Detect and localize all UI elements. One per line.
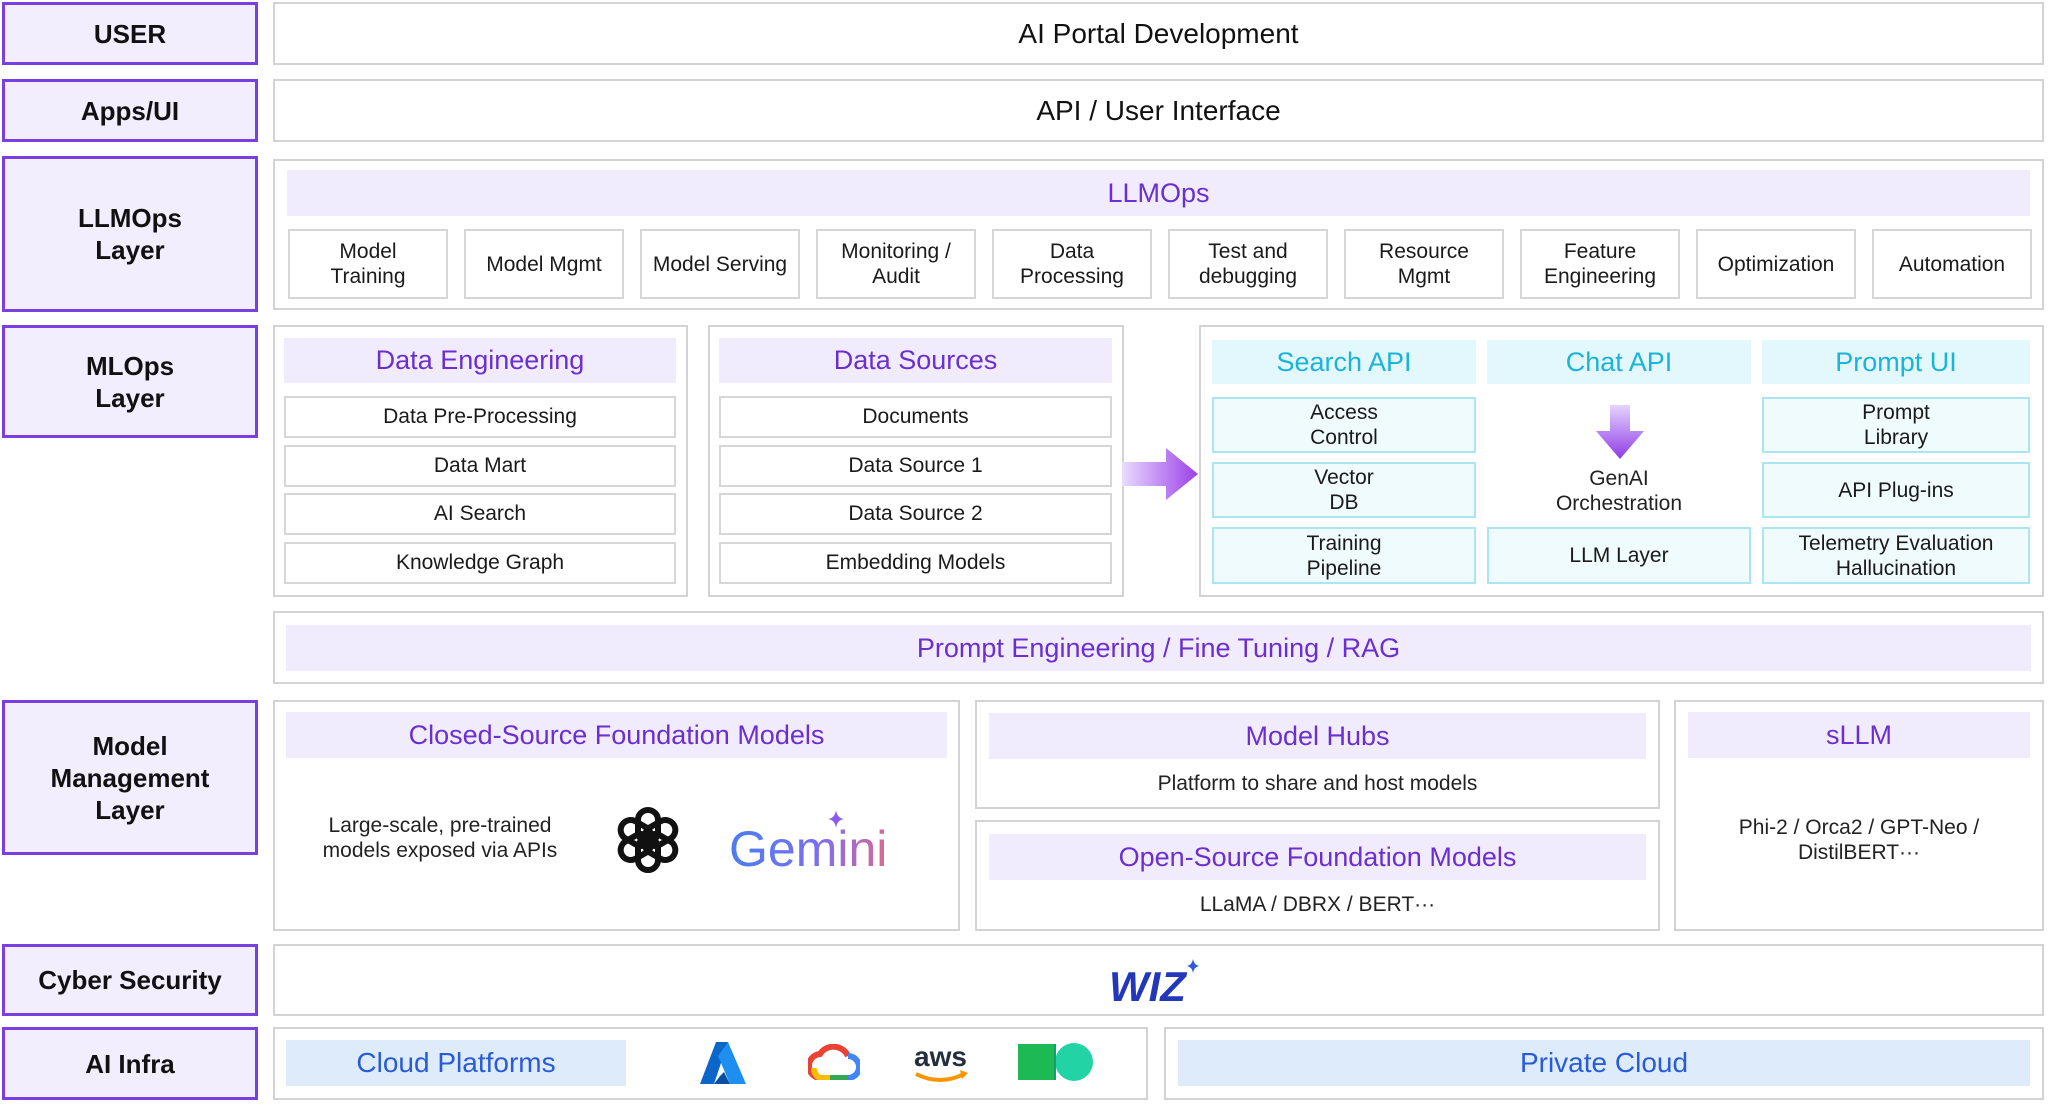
prompt-ui-item: Prompt Library bbox=[1762, 397, 2030, 453]
search-api-title: Search API bbox=[1212, 340, 1476, 384]
private-cloud-title: Private Cloud bbox=[1178, 1040, 2030, 1086]
prompt-ui-item: Telemetry Evaluation Hallucination bbox=[1762, 527, 2030, 584]
llmops-item: Model Training bbox=[288, 229, 448, 299]
data-sources-item: Documents bbox=[719, 396, 1112, 438]
llmops-item: Automation bbox=[1872, 229, 2032, 299]
llmops-title: LLMOps bbox=[287, 170, 2030, 216]
llmops-item: Model Serving bbox=[640, 229, 800, 299]
arrow-down-icon bbox=[1596, 405, 1644, 459]
cyber-security-row bbox=[273, 944, 2044, 1016]
data-sources-item: Data Source 1 bbox=[719, 445, 1112, 487]
chat-api-title: Chat API bbox=[1487, 340, 1751, 384]
prompt-ui-title: Prompt UI bbox=[1762, 340, 2030, 384]
azure-logo-icon bbox=[700, 1042, 746, 1084]
llmops-item: Model Mgmt bbox=[464, 229, 624, 299]
user-row-text: AI Portal Development bbox=[1018, 17, 1299, 49]
cloud-platforms-title: Cloud Platforms bbox=[286, 1040, 626, 1086]
data-engineering-item: Knowledge Graph bbox=[284, 542, 676, 584]
user-row: AI Portal Development bbox=[273, 2, 2044, 65]
llmops-item: Resource Mgmt bbox=[1344, 229, 1504, 299]
model-hubs-desc: Platform to share and host models bbox=[1157, 771, 1478, 795]
data-engineering-title: Data Engineering bbox=[284, 338, 676, 383]
prompt-ui-item: API Plug-ins bbox=[1762, 462, 2030, 518]
gemini-logo-icon: Gemini bbox=[729, 810, 887, 877]
llmops-item: Monitoring / Audit bbox=[816, 229, 976, 299]
apps-row: API / User Interface bbox=[273, 79, 2044, 142]
data-engineering-item: Data Mart bbox=[284, 445, 676, 487]
search-api-item: Access Control bbox=[1212, 397, 1476, 453]
llmops-item: Data Processing bbox=[992, 229, 1152, 299]
data-engineering-item: AI Search bbox=[284, 493, 676, 535]
apps-row-text: API / User Interface bbox=[1036, 94, 1281, 126]
prompt-engineering-title: Prompt Engineering / Fine Tuning / RAG bbox=[286, 625, 2031, 671]
search-api-item: Vector DB bbox=[1212, 462, 1476, 518]
open-source-title: Open-Source Foundation Models bbox=[989, 834, 1646, 880]
svg-text:Gemini: Gemini bbox=[729, 821, 887, 877]
llmops-item: Optimization bbox=[1696, 229, 1856, 299]
arrow-right-icon bbox=[1122, 448, 1198, 500]
data-engineering-item: Data Pre-Processing bbox=[284, 396, 676, 438]
aws-logo-icon: aws bbox=[914, 1041, 968, 1082]
openai-logo-icon bbox=[617, 807, 679, 873]
layer-label-llmops: LLMOps Layer bbox=[2, 156, 258, 312]
llm-layer-item: LLM Layer bbox=[1487, 527, 1751, 584]
llmops-item: Test and debugging bbox=[1168, 229, 1328, 299]
closed-source-title: Closed-Source Foundation Models bbox=[286, 712, 947, 758]
data-sources-item: Data Source 2 bbox=[719, 493, 1112, 535]
layer-label-mlops: MLOps Layer bbox=[2, 325, 258, 438]
closed-source-desc: Large-scale, pre-trained models exposed … bbox=[322, 814, 558, 862]
llmops-item: Feature Engineering bbox=[1520, 229, 1680, 299]
open-source-desc: LLaMA / DBRX / BERT··· bbox=[1199, 892, 1436, 916]
green-cloud-logo-icon bbox=[1018, 1043, 1093, 1081]
svg-text:aws: aws bbox=[914, 1041, 967, 1072]
search-api-item: Training Pipeline bbox=[1212, 527, 1476, 584]
google-cloud-logo-icon bbox=[808, 1044, 860, 1080]
sllm-desc: Phi-2 / Orca2 / GPT-Neo / DistilBERT··· bbox=[1738, 816, 1980, 864]
layer-label-user: USER bbox=[2, 2, 258, 65]
genai-orchestration-label: GenAI Orchestration bbox=[1555, 467, 1683, 515]
sllm-title: sLLM bbox=[1688, 712, 2030, 758]
layer-label-cyber: Cyber Security bbox=[2, 944, 258, 1016]
layer-label-model-mgmt: Model Management Layer bbox=[2, 700, 258, 855]
data-sources-title: Data Sources bbox=[719, 338, 1112, 383]
wiz-logo-icon: WIZ bbox=[1109, 959, 1199, 1007]
layer-label-apps: Apps/UI bbox=[2, 79, 258, 142]
layer-label-infra: AI Infra bbox=[2, 1027, 258, 1100]
svg-text:WIZ: WIZ bbox=[1109, 963, 1187, 1007]
model-hubs-title: Model Hubs bbox=[989, 713, 1646, 759]
data-sources-item: Embedding Models bbox=[719, 542, 1112, 584]
